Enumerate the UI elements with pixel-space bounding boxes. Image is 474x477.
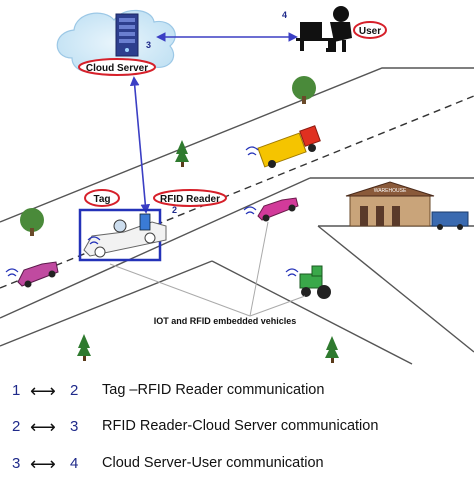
tag-icon — [113, 219, 127, 233]
road-bottom-left-edge — [0, 260, 213, 347]
legend-from-number: 2 — [12, 418, 21, 435]
legend-row: 3 ⟷ 4 Cloud Server-User communication — [0, 455, 474, 477]
wifi-icon — [243, 206, 257, 215]
legend-row: 2 ⟷ 3 RFID Reader-Cloud Server communica… — [0, 418, 474, 440]
road-upper-edge — [0, 67, 474, 223]
server-icon — [115, 13, 139, 57]
rfid-reader-icon — [139, 213, 151, 231]
legend-to-number: 4 — [70, 455, 79, 472]
tag-label-oval — [84, 189, 120, 207]
pink-car-icon — [257, 197, 299, 222]
purple-car-icon — [17, 261, 59, 288]
rfid-reader-label: RFID Reader — [160, 194, 220, 205]
caption-pointers — [109, 221, 306, 317]
cloud-server-label: Cloud Server — [86, 63, 148, 74]
user-icon — [296, 6, 352, 52]
tag-label: Tag — [93, 194, 110, 205]
legend-to-number: 2 — [70, 382, 79, 399]
road-lower-left-edge — [0, 177, 311, 319]
tag-reader-box — [78, 208, 167, 262]
marker-4: 4 — [282, 10, 287, 20]
double-arrow-icon: ⟷ — [30, 454, 56, 475]
legend-description: RFID Reader-Cloud Server communication — [102, 418, 379, 434]
double-arrow-icon: ⟷ — [30, 417, 56, 438]
iot-caption: IOT and RFID embedded vehicles — [154, 316, 297, 326]
cloud-server-label-oval — [78, 58, 156, 76]
warehouse-icon: WAREHOUSE — [345, 181, 469, 230]
road-network — [0, 67, 474, 365]
tree-icon — [292, 76, 316, 104]
tree-icon — [175, 140, 189, 167]
wifi-icon — [245, 146, 259, 156]
wifi-icon — [5, 268, 19, 277]
tree-icon — [325, 336, 339, 363]
legend-to-number: 3 — [70, 418, 79, 435]
truck-icon — [257, 125, 321, 168]
wifi-icon — [87, 236, 101, 245]
marker-2: 2 — [172, 205, 177, 215]
legend-description: Tag –RFID Reader communication — [102, 382, 325, 398]
double-arrow-icon: ⟷ — [30, 381, 56, 402]
road-right-slope — [317, 225, 474, 353]
legend-from-number: 3 — [12, 455, 21, 472]
marker-3: 3 — [146, 40, 151, 50]
road-bottom-right-edge — [211, 260, 413, 365]
tree-icon — [77, 334, 91, 361]
link-reader-cloud — [129, 76, 151, 214]
legend-row: 1 ⟷ 2 Tag –RFID Reader communication — [0, 382, 474, 404]
warehouse-label: WAREHOUSE — [374, 188, 407, 194]
tree-icon — [20, 208, 44, 236]
user-label: User — [359, 26, 381, 37]
legend-description: Cloud Server-User communication — [102, 455, 324, 471]
rfid-reader-label-oval — [153, 189, 227, 207]
legend-from-number: 1 — [12, 382, 21, 399]
wifi-icon — [285, 268, 299, 277]
user-label-oval — [353, 21, 387, 39]
tractor-icon — [299, 265, 331, 299]
